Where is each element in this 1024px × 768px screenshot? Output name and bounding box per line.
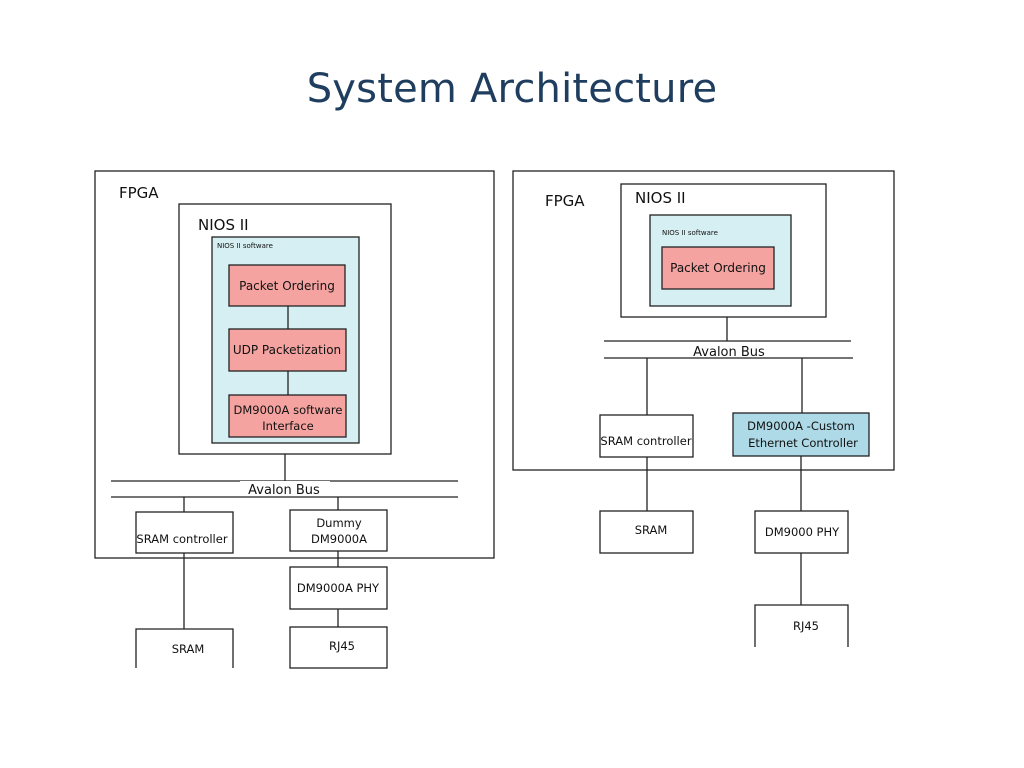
- left-avalon-bus-label: Avalon Bus: [248, 483, 320, 498]
- left-udp-packetization-label: UDP Packetization: [233, 343, 341, 357]
- left-sram-box: [135, 628, 234, 668]
- left-udp-packetization-box: [228, 328, 347, 372]
- right-packet-ordering-box: [661, 246, 775, 290]
- right-sram-label: SRAM: [635, 523, 668, 537]
- left-dummy-dm9000a-box: [289, 509, 388, 552]
- left-nios-label: NIOS II: [198, 216, 249, 234]
- left-dm9000a-sw-interface-line2: Interface: [262, 419, 314, 433]
- left-software-label: NIOS II software: [217, 242, 273, 250]
- right-diagram: FPGA NIOS II NIOS II software Packet Ord…: [512, 170, 895, 647]
- left-sram-label: SRAM: [172, 642, 205, 656]
- left-fpga-label: FPGA: [119, 184, 159, 202]
- right-rj45-label: RJ45: [793, 619, 819, 633]
- left-avalon-bus-label-bg: [240, 481, 330, 496]
- right-software-label: NIOS II software: [662, 229, 718, 237]
- left-sram-controller-box: [135, 511, 234, 554]
- right-sram-box: [599, 510, 694, 554]
- left-packet-ordering-box: [228, 264, 346, 307]
- right-avalon-bus-label: Avalon Bus: [693, 345, 765, 360]
- left-packet-ordering-label: Packet Ordering: [239, 279, 335, 293]
- right-nios-label: NIOS II: [635, 189, 686, 207]
- right-fpga-label: FPGA: [545, 192, 585, 210]
- right-custom-line1: DM9000A -Custom: [747, 419, 855, 433]
- left-dm9000a-sw-interface-line1: DM9000A software: [234, 403, 343, 417]
- left-dummy-line2: DM9000A: [311, 532, 367, 546]
- left-dm9000a-phy-label: DM9000A PHY: [297, 581, 380, 595]
- right-dm9000-phy-box: [754, 510, 849, 554]
- slide-title: System Architecture: [306, 66, 718, 112]
- left-rj45-label: RJ45: [329, 639, 355, 653]
- right-avalon-bus-label-bg: [684, 343, 776, 357]
- left-sram-controller-label: SRAM controller: [136, 532, 227, 546]
- right-dm9000-phy-label: DM9000 PHY: [765, 525, 840, 539]
- left-dm9000a-sw-interface-box: [228, 394, 347, 438]
- right-packet-ordering-label: Packet Ordering: [670, 261, 766, 275]
- left-rj45-box: [289, 626, 388, 669]
- right-custom-line2: Ethernet Controller: [748, 436, 858, 450]
- left-dummy-line1: Dummy: [316, 516, 362, 530]
- left-dm9000a-phy-box: [289, 566, 388, 610]
- right-custom-controller-box: [732, 412, 870, 457]
- left-diagram: FPGA NIOS II NIOS II software Packet Ord…: [94, 170, 495, 669]
- right-rj45-box: [754, 604, 849, 647]
- right-sram-controller-label: SRAM controller: [600, 434, 691, 448]
